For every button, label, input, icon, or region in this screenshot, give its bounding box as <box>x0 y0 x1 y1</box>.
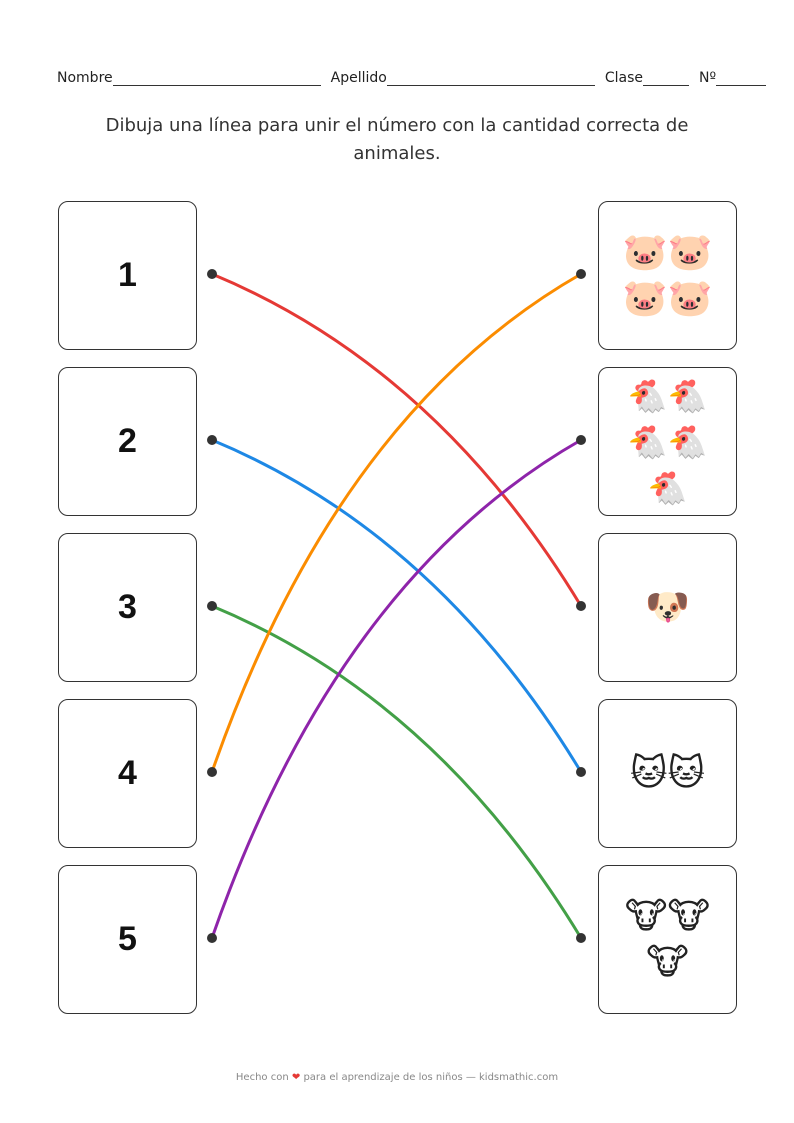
numero-label: Nº <box>698 70 717 86</box>
number-label: 4 <box>118 754 137 792</box>
student-info-header: Nombre Apellido Clase Nº <box>57 70 777 86</box>
connection-line <box>211 438 583 773</box>
number-box-1: 1 <box>58 201 197 350</box>
clase-label: Clase <box>604 70 643 86</box>
connection-line <box>211 604 583 939</box>
connection-line <box>210 272 582 773</box>
apellido-field[interactable] <box>386 72 595 86</box>
chicken-icons: 🐔🐔🐔🐔🐔 <box>627 376 708 507</box>
numero-field[interactable] <box>716 72 767 86</box>
apellido-label: Apellido <box>330 70 387 86</box>
animal-box-pig: 🐷🐷🐷🐷 <box>598 201 737 350</box>
cow-icons: 🐮🐮🐮 <box>624 895 711 983</box>
footer-credit: para el aprendizaje de los niños — kidsm… <box>303 1072 559 1083</box>
number-label: 1 <box>118 256 137 294</box>
connection-dot[interactable] <box>576 767 586 777</box>
animal-box-dog: 🐶 <box>598 533 737 682</box>
connection-dot[interactable] <box>207 601 217 611</box>
pig-icons: 🐷🐷🐷🐷 <box>622 231 713 319</box>
connection-dot[interactable] <box>207 269 217 279</box>
nombre-label: Nombre <box>57 70 113 86</box>
number-box-2: 2 <box>58 367 197 516</box>
number-box-3: 3 <box>58 533 197 682</box>
connection-dot[interactable] <box>576 269 586 279</box>
footer-text: Hecho con <box>235 1072 289 1083</box>
instructions: Dibuja una línea para unir el número con… <box>105 115 689 164</box>
number-label: 5 <box>118 920 137 958</box>
animal-box-chicken: 🐔🐔🐔🐔🐔 <box>598 367 737 516</box>
footer: Hecho con ❤ para el aprendizaje de los n… <box>0 1072 794 1083</box>
cat-icons: 🐱🐱 <box>629 752 706 794</box>
dog-icons: 🐶 <box>645 586 690 628</box>
connection-line <box>210 438 582 939</box>
number-box-4: 4 <box>58 699 197 848</box>
animal-box-cow: 🐮🐮🐮 <box>598 865 737 1014</box>
heart-icon: ❤ <box>291 1072 301 1083</box>
clase-field[interactable] <box>642 72 689 86</box>
connection-dot[interactable] <box>207 435 217 445</box>
connection-dot[interactable] <box>207 933 217 943</box>
connection-dot[interactable] <box>207 767 217 777</box>
animal-box-cat: 🐱🐱 <box>598 699 737 848</box>
connection-line <box>211 272 583 607</box>
number-label: 2 <box>118 422 137 460</box>
number-box-5: 5 <box>58 865 197 1014</box>
number-label: 3 <box>118 588 137 626</box>
connection-dot[interactable] <box>576 933 586 943</box>
nombre-field[interactable] <box>112 72 321 86</box>
connection-dot[interactable] <box>576 601 586 611</box>
connection-dot[interactable] <box>576 435 586 445</box>
